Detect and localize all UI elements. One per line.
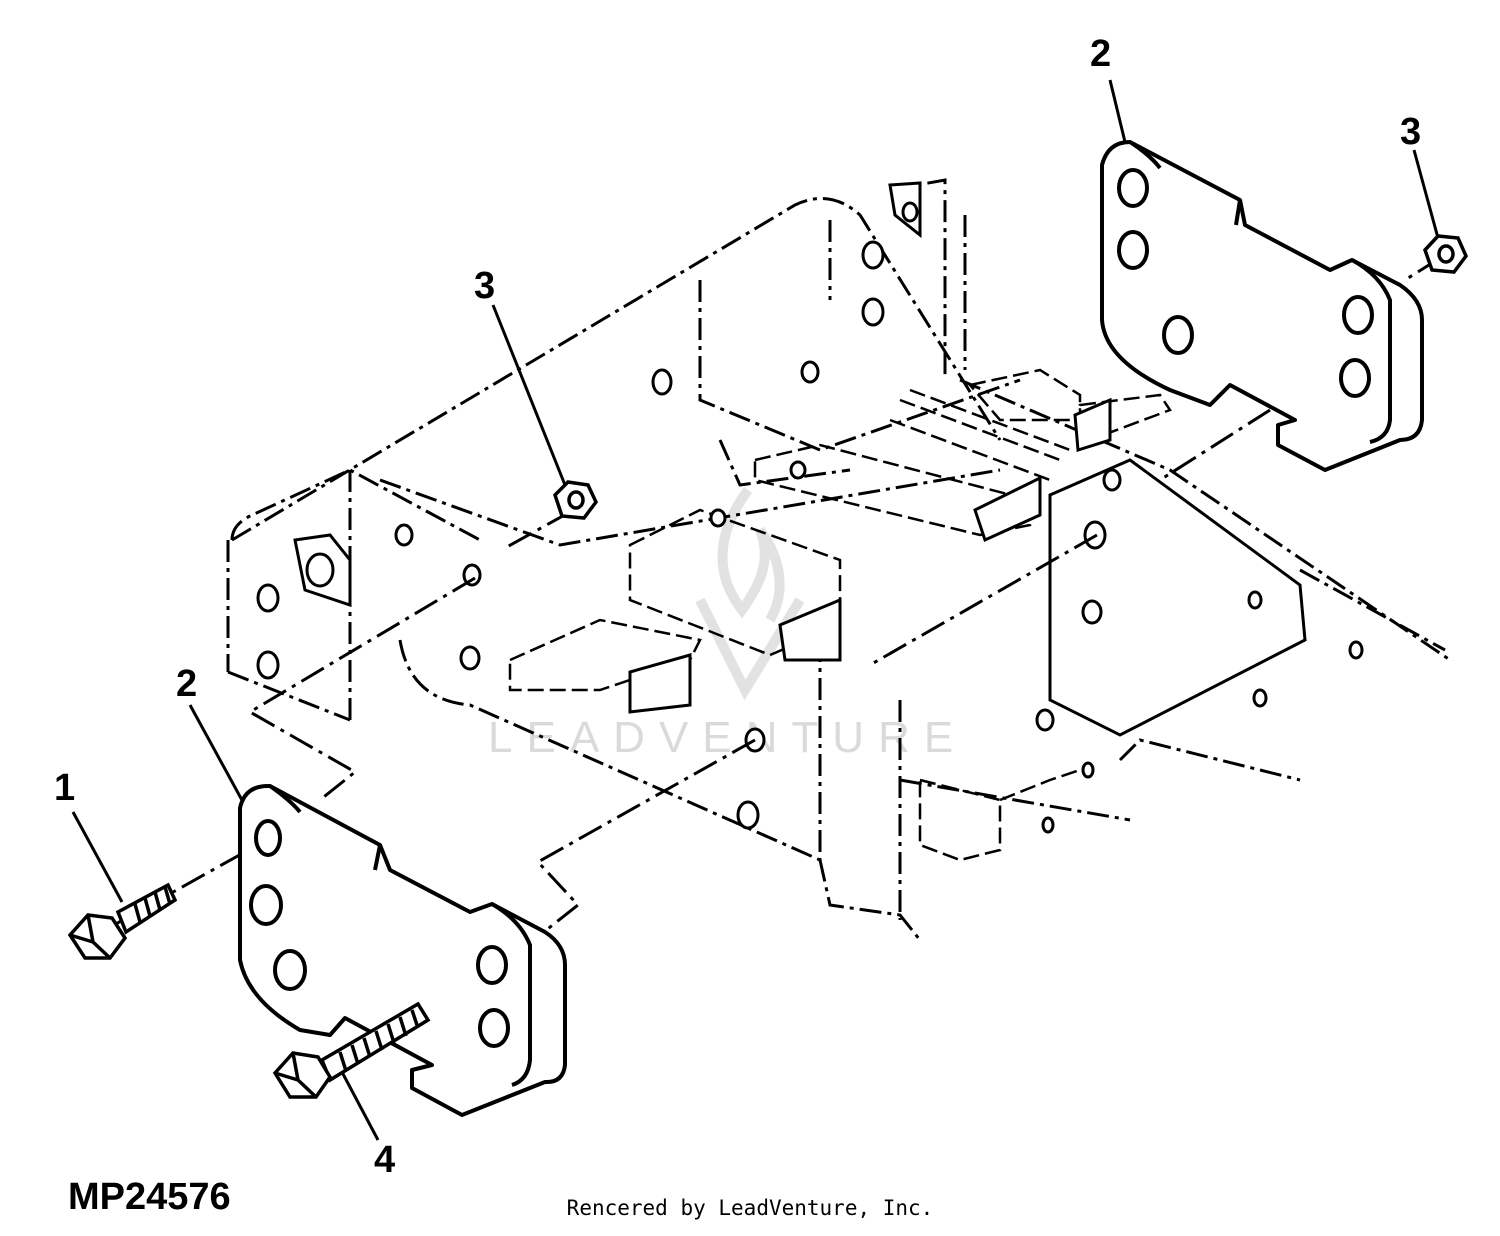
frame-hole xyxy=(789,460,807,480)
weight-hole xyxy=(254,819,282,857)
frame-hole xyxy=(901,201,919,223)
watermark-text: LEADVENTURE xyxy=(488,713,967,762)
leader-lines xyxy=(71,79,1440,1141)
weight-hole xyxy=(1342,295,1374,335)
frame-hole xyxy=(1348,640,1364,660)
weight-hole xyxy=(476,945,508,985)
watermark: LEADVENTURE xyxy=(488,487,967,762)
frame-hole xyxy=(1081,599,1103,625)
frame-hole xyxy=(861,297,885,327)
diagram-code: MP24576 xyxy=(68,1176,231,1218)
weight-hole xyxy=(1162,315,1194,355)
frame-hole xyxy=(1041,816,1055,834)
frame-hole xyxy=(1102,468,1122,492)
frame-hole xyxy=(462,563,482,587)
frame-hole xyxy=(709,508,727,528)
frame-hole xyxy=(394,523,414,547)
weight-hole xyxy=(478,1008,510,1048)
weight-hole xyxy=(249,884,283,926)
solid-bracket-details xyxy=(293,181,1307,737)
callout-weight-2-right: 2 xyxy=(1090,33,1111,75)
callouts: 1 2 2 3 3 4 xyxy=(54,33,1421,1181)
front-weight-right xyxy=(1100,140,1424,472)
frame-hole xyxy=(256,650,280,680)
nut-3-left xyxy=(552,480,599,520)
frame-hole xyxy=(256,583,280,613)
weight-hole xyxy=(1117,168,1149,208)
frame-holes xyxy=(256,201,1364,834)
callout-nut-3-left: 3 xyxy=(474,265,495,307)
weight-hole xyxy=(1117,230,1149,270)
frame-hole xyxy=(861,240,885,270)
bolt-4 xyxy=(272,1001,431,1099)
frame-hole xyxy=(1247,590,1263,610)
frame-hole xyxy=(651,368,673,396)
rendered-by-credit: Rencered by LeadVenture, Inc. xyxy=(566,1196,934,1220)
callout-nut-3-right: 3 xyxy=(1400,111,1421,153)
callout-weight-2-left: 2 xyxy=(176,663,197,705)
callout-bolt-1: 1 xyxy=(54,767,75,809)
weight-hole xyxy=(1339,358,1371,398)
weight-hole xyxy=(273,949,307,991)
frame-hole xyxy=(1252,688,1268,708)
frame-hole xyxy=(1035,708,1055,732)
callout-bolt-4: 4 xyxy=(374,1139,395,1181)
frame-hole xyxy=(1081,761,1095,779)
frame-hole xyxy=(305,552,335,588)
frame-hole xyxy=(459,645,481,671)
front-weight-left xyxy=(238,783,567,1117)
nut-3-right xyxy=(1422,234,1469,274)
frame-hole xyxy=(736,800,760,830)
bolt-1 xyxy=(67,882,178,960)
frame-hole xyxy=(800,360,820,384)
